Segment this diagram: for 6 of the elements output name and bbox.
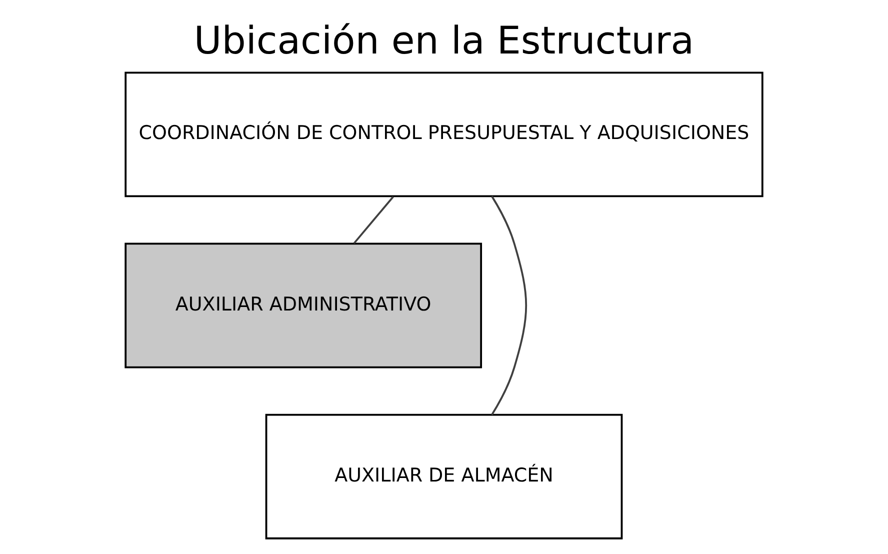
connector: [491, 196, 528, 416]
connector: [353, 196, 394, 244]
diagram-title: Ubicación en la Estructura: [194, 18, 694, 63]
node-box: AUXILIAR DE ALMACÉN: [265, 414, 623, 540]
node-box: AUXILIAR ADMINISTRATIVO: [124, 242, 482, 368]
node-box: COORDINACIÓN DE CONTROL PRESUPUESTAL Y ADQUISICIONES: [124, 72, 764, 198]
